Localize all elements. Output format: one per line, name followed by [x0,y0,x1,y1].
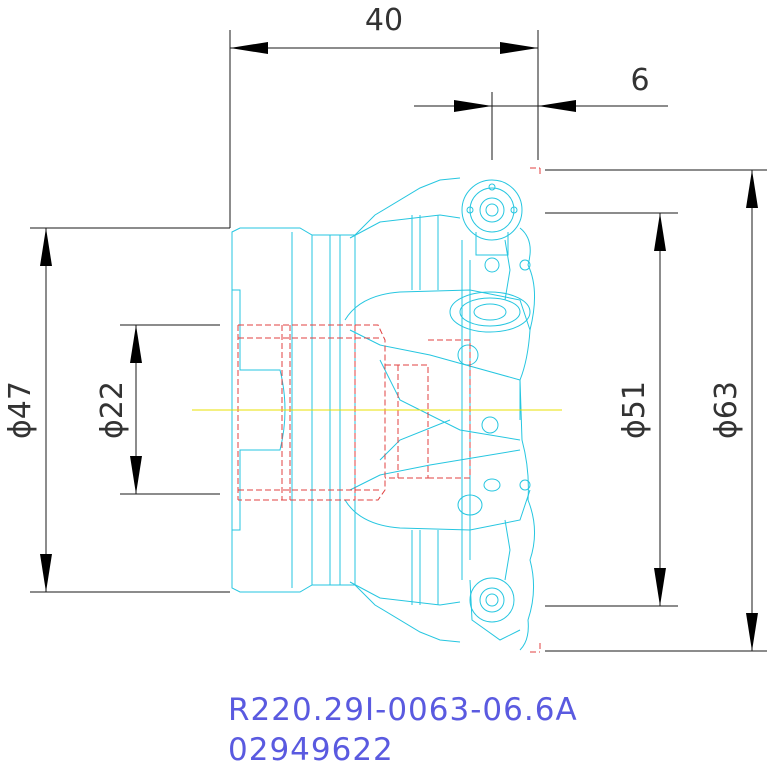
cutter-body [231,177,536,651]
dim-label-22: ϕ22 [95,381,130,439]
part-number: 02949622 [228,732,394,767]
dim-label-47: ϕ47 [3,381,38,439]
insert-middle [449,291,531,434]
dim-diameter-22: ϕ22 [95,324,220,495]
hidden-lines [237,167,541,653]
dim-offset-6: 6 [414,63,668,160]
dim-label-40: 40 [365,3,403,38]
dim-label-51: ϕ51 [617,381,652,439]
insert-bottom [457,478,531,641]
dim-diameter-47: ϕ47 [3,227,230,593]
dim-diameter-51: ϕ51 [545,212,678,607]
dim-diameter-63: ϕ63 [545,169,767,652]
insert-top [461,179,531,273]
dim-length-40: 40 [229,3,539,228]
dim-label-6: 6 [630,63,649,98]
dim-label-63: ϕ63 [709,381,744,439]
part-designation: R220.29I-0063-06.6A [228,692,578,728]
